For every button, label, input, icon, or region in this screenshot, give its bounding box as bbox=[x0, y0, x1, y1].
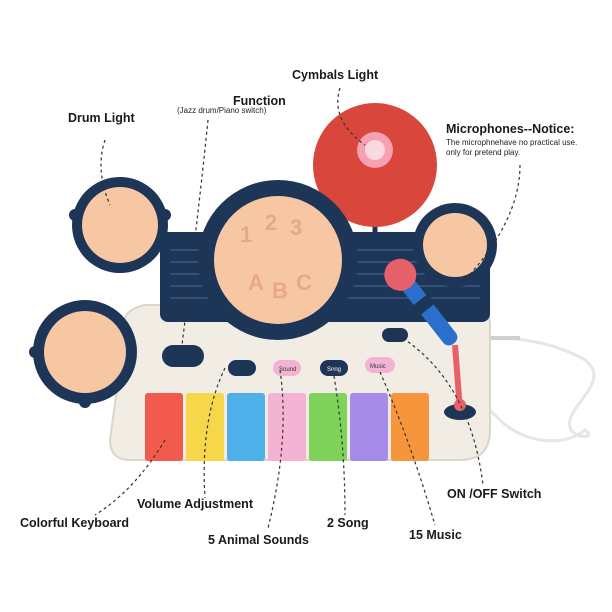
cymbals-light-label: Cymbals Light bbox=[292, 68, 379, 82]
piano-key[interactable] bbox=[145, 393, 183, 461]
drum-top-left-lug bbox=[69, 209, 81, 221]
piano-key[interactable] bbox=[268, 393, 306, 461]
drum-bottom-left-pad[interactable] bbox=[44, 311, 126, 393]
function-sublabel: (Jazz drum/Piano switch) bbox=[177, 106, 267, 115]
song-label: 2 Song bbox=[327, 516, 369, 530]
drum-light-label: Drum Light bbox=[68, 111, 135, 125]
colorful-keyboard-label: Colorful Keyboard bbox=[20, 516, 130, 530]
piano-key[interactable] bbox=[309, 393, 347, 461]
piano-key[interactable] bbox=[186, 393, 224, 461]
song-button[interactable] bbox=[320, 360, 348, 376]
on-off-switch-label: ON /OFF Switch bbox=[447, 487, 542, 501]
sound-button-label: Sound bbox=[279, 367, 296, 373]
volume-adjustment-label: Volume Adjustment bbox=[137, 497, 253, 511]
music-label: 15 Music bbox=[409, 528, 462, 542]
drum-bottom-left-lug bbox=[79, 396, 91, 408]
drum-right-pad[interactable] bbox=[423, 213, 487, 277]
animal-sounds-label: 5 Animal Sounds bbox=[208, 533, 309, 547]
music-button-label: Music bbox=[370, 364, 386, 370]
drum-top-left-pad[interactable] bbox=[82, 187, 158, 263]
microphones-notice-label: Microphones--Notice: bbox=[446, 122, 575, 136]
svg-text:B: B bbox=[272, 278, 288, 303]
annotation-lines bbox=[94, 87, 521, 529]
song-button-label: Song bbox=[327, 367, 341, 373]
svg-text:3: 3 bbox=[290, 215, 302, 240]
function-label: Function bbox=[233, 94, 286, 108]
mic-stand-knob bbox=[454, 399, 466, 411]
power-cable bbox=[469, 335, 596, 443]
music-button[interactable] bbox=[365, 357, 395, 373]
svg-text:2: 2 bbox=[265, 210, 277, 235]
microphones-note-line-1: The microphnehave no practical use. bbox=[446, 138, 578, 147]
drum-top-left-lug bbox=[159, 209, 171, 221]
piano-key[interactable] bbox=[227, 393, 265, 461]
piano-key[interactable] bbox=[391, 393, 429, 461]
svg-text:A: A bbox=[248, 270, 264, 295]
microphone[interactable] bbox=[378, 252, 467, 353]
cymbal-light-glow bbox=[365, 140, 385, 160]
function-button[interactable] bbox=[162, 345, 204, 367]
piano-key[interactable] bbox=[350, 393, 388, 461]
mic-stand-base bbox=[444, 404, 476, 420]
piano-keyboard bbox=[145, 393, 429, 461]
drum-bottom-left-lug bbox=[29, 346, 41, 358]
volume-button[interactable] bbox=[228, 360, 256, 376]
microphones-note-line-2: only for pretend play. bbox=[446, 148, 521, 157]
svg-text:1: 1 bbox=[240, 222, 252, 247]
on-off-switch[interactable] bbox=[382, 328, 408, 342]
drum-center-pad[interactable] bbox=[214, 196, 342, 324]
svg-text:C: C bbox=[296, 270, 312, 295]
drum-center-letters: 1 2 3 A B C bbox=[240, 210, 312, 303]
